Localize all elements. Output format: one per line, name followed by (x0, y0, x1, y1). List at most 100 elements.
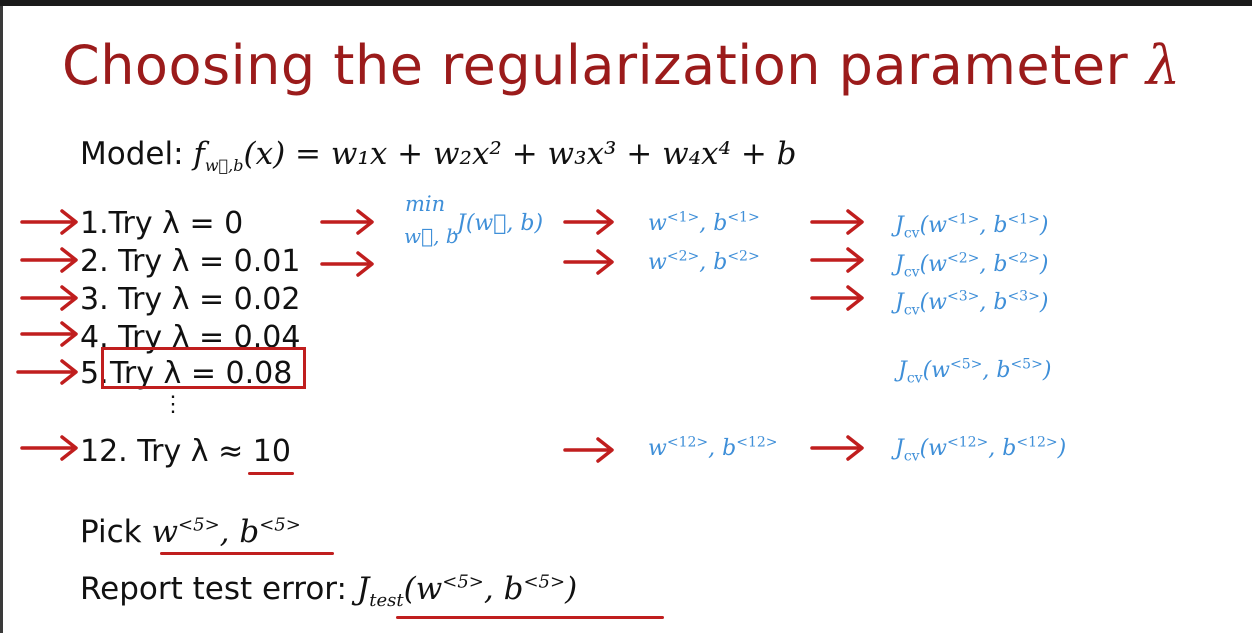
params-2: w<2>, b<2> (648, 248, 760, 275)
pick-b-sup: <5> (259, 514, 301, 536)
red-arrow-icon (320, 251, 374, 277)
report-j: J (356, 571, 370, 607)
underline-report (396, 616, 664, 619)
trial-5-boxed-text: Try λ = 0.08 (110, 356, 293, 391)
param-w-sup: <1> (666, 209, 700, 226)
red-arrow-icon (20, 285, 78, 311)
red-arrow-icon (320, 209, 374, 235)
trial-1: 1.Try λ = 0 (80, 206, 244, 241)
jcv-w: (w (919, 436, 947, 461)
report-b: , b (483, 571, 524, 607)
jcv-sub: cv (906, 370, 923, 387)
jcv-w-sup: <12> (947, 434, 989, 451)
model-equation: (x) = w₁x + w₂x² + w₃x³ + w₄x⁴ + b (243, 136, 797, 172)
params-1: w<1>, b<1> (648, 209, 760, 236)
jcv-2: Jcv(w<2>, b<2>) (895, 250, 1049, 281)
param-b-sup: <12> (736, 434, 778, 451)
pick-b: , b (219, 514, 260, 550)
param-b: b (713, 250, 728, 275)
jcv-b-sup: <2> (1007, 250, 1040, 267)
jcv-sub: cv (903, 225, 920, 242)
jcv-b: , b (979, 213, 1008, 238)
pick-label: Pick (80, 514, 142, 550)
jcv-w-sup: <3> (947, 288, 980, 305)
window-edge (0, 6, 3, 633)
jcv-sub: cv (903, 448, 920, 465)
underline-10 (248, 472, 294, 475)
report-label: Report test error: (80, 571, 347, 607)
jcv-j: J (898, 358, 907, 383)
jcv-b: , b (979, 290, 1008, 315)
jcv-close: ) (1042, 358, 1052, 383)
red-arrow-icon (810, 209, 864, 235)
trial-12-value: 10 (252, 434, 291, 469)
report-b-sup: <5> (523, 571, 566, 593)
red-arrow-icon (20, 247, 78, 273)
jcv-b: , b (988, 436, 1017, 461)
jcv-w-sup: <2> (947, 250, 980, 267)
param-w: w (648, 436, 667, 461)
jcv-w: (w (919, 213, 947, 238)
trial-2: 2. Try λ = 0.01 (80, 244, 301, 279)
report-line: Report test error: Jtest(w<5>, b<5>) (80, 571, 578, 610)
model-f: f (193, 136, 205, 172)
jcv-sub: cv (903, 264, 920, 281)
underline-pick (160, 552, 334, 555)
model-label: Model: (80, 136, 184, 172)
param-b-sup: <2> (727, 248, 760, 265)
slide: Choosing the regularization parameter λ … (0, 6, 1252, 633)
report-close: ) (565, 571, 578, 607)
jcv-b: , b (979, 252, 1008, 277)
red-arrow-icon (20, 209, 78, 235)
pick-w-sup: <5> (178, 514, 220, 536)
model-line: Model: fw⃗,b(x) = w₁x + w₂x² + w₃x³ + w₄… (80, 136, 797, 176)
jcv-5: Jcv(w<5>, b<5>) (898, 356, 1052, 387)
red-arrow-icon (563, 209, 614, 235)
param-w-sup: <12> (666, 434, 709, 451)
red-arrow-icon (563, 249, 614, 275)
red-arrow-icon (810, 247, 864, 273)
pick-line: Pick w<5>, b<5> (80, 514, 301, 550)
jcv-w-sup: <5> (950, 356, 983, 373)
selected-trial-box (101, 347, 306, 389)
red-arrow-icon (810, 285, 864, 311)
trial-3: 3. Try λ = 0.02 (80, 282, 301, 317)
jcv-w-sup: <1> (947, 211, 980, 228)
param-w: w (648, 211, 667, 236)
jcv-b-sup: <12> (1016, 434, 1058, 451)
model-f-sub: w⃗,b (204, 156, 244, 176)
jcv-b-sup: <1> (1007, 211, 1040, 228)
jcv-j: J (895, 290, 904, 315)
param-b: b (722, 436, 737, 461)
param-b: b (713, 211, 728, 236)
report-w-sup: <5> (442, 571, 484, 593)
red-arrow-icon (810, 435, 864, 461)
report-j-sub: test (369, 590, 404, 612)
jcv-j: J (895, 252, 904, 277)
cost-function: J(w⃗, b) (457, 211, 544, 236)
pick-w: w (151, 514, 179, 550)
jcv-close: ) (1039, 213, 1049, 238)
report-w: (w (403, 571, 443, 607)
title-lambda: λ (1145, 34, 1181, 97)
jcv-close: ) (1039, 290, 1049, 315)
red-arrow-icon (563, 437, 614, 463)
jcv-close: ) (1057, 436, 1067, 461)
jcv-b-sup: <3> (1007, 288, 1040, 305)
red-arrow-icon (20, 321, 78, 347)
jcv-12: Jcv(w<12>, b<12>) (895, 434, 1067, 465)
title-text: Choosing the regularization parameter (62, 34, 1129, 97)
slide-title: Choosing the regularization parameter λ (62, 34, 1181, 97)
params-12: w<12>, b<12> (648, 434, 778, 461)
jcv-1: Jcv(w<1>, b<1>) (895, 211, 1049, 242)
red-arrow-icon (20, 435, 78, 461)
jcv-w: (w (922, 358, 950, 383)
jcv-j: J (895, 213, 904, 238)
jcv-j: J (895, 436, 904, 461)
min-under: w⃗, b (404, 224, 459, 248)
jcv-w: (w (919, 290, 947, 315)
jcv-close: ) (1039, 252, 1049, 277)
jcv-b-sup: <5> (1010, 356, 1043, 373)
trial-12-prefix: 12. Try λ ≈ (80, 434, 253, 469)
jcv-b: , b (982, 358, 1011, 383)
